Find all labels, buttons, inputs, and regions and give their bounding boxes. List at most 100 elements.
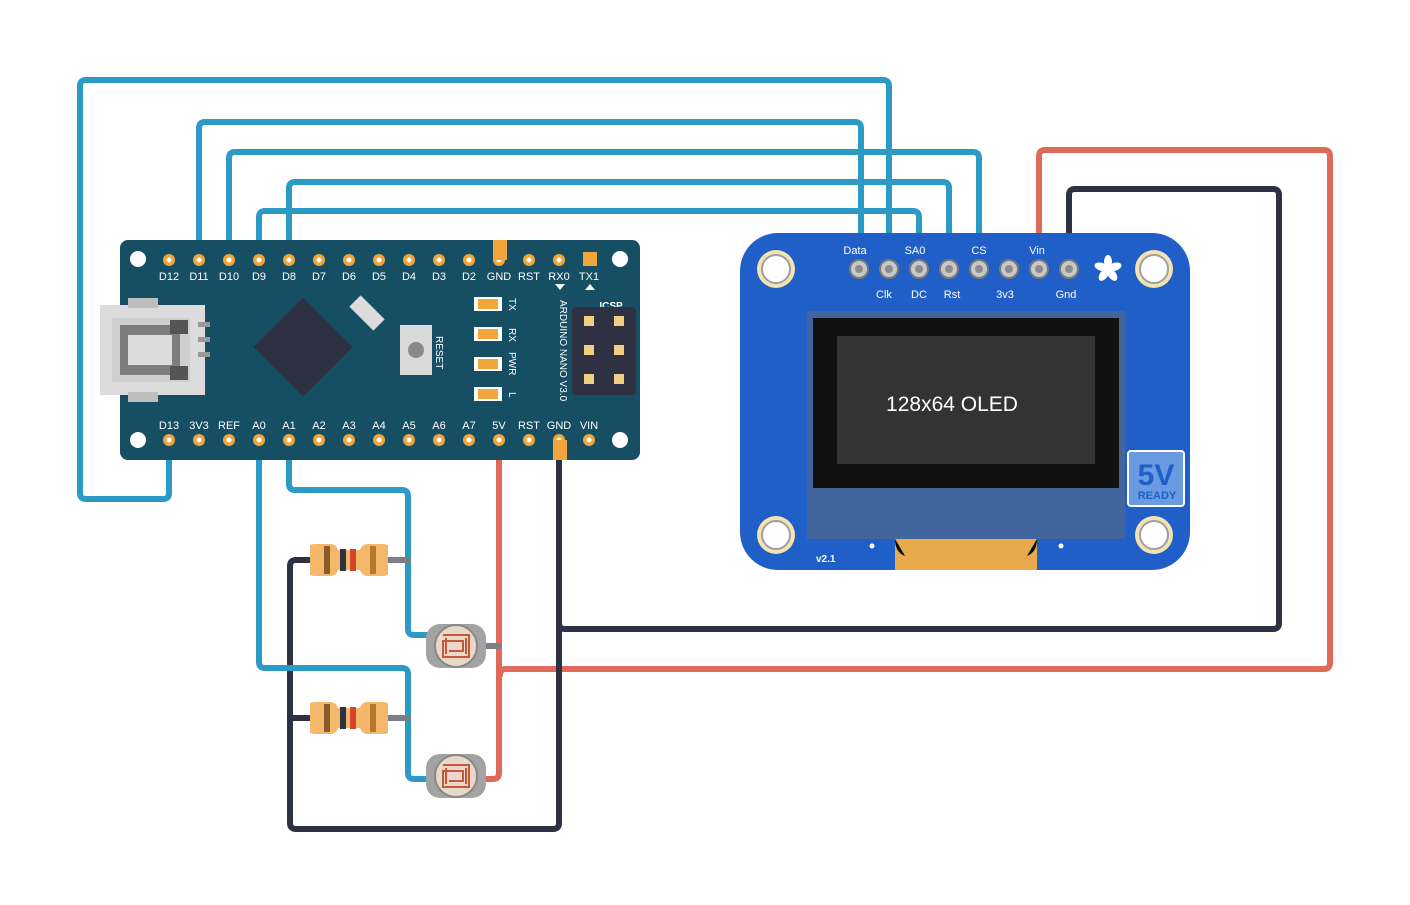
oled-header-pin-center — [915, 265, 923, 273]
bottom-pin-label: D13 — [159, 420, 179, 432]
oled-screen-text: 128x64 OLED — [886, 393, 1018, 416]
tx-arrow-icon — [585, 284, 595, 290]
mount-hole — [130, 251, 146, 267]
oled-header-pin-center — [1005, 265, 1013, 273]
icsp-header — [572, 307, 636, 395]
wire-d11-clk — [196, 119, 864, 271]
bottom-pin-hole — [166, 437, 172, 443]
resistor-1 — [310, 544, 388, 576]
bottom-pin-label: RST — [518, 420, 540, 432]
oled-header-pin-center — [855, 265, 863, 273]
bottom-pin-label: 5V — [492, 420, 506, 432]
bottom-pin-label: A6 — [432, 420, 445, 432]
5v-ready-badge — [1127, 450, 1185, 507]
top-pin-label: D7 — [312, 271, 326, 283]
bottom-pin-hole — [196, 437, 202, 443]
top-pin-hole — [466, 257, 472, 263]
gnd-bottom-highlight — [553, 440, 567, 460]
bottom-pin-hole — [406, 437, 412, 443]
bottom-pin-hole — [256, 437, 262, 443]
top-pin-label: D6 — [342, 271, 356, 283]
top-pin-hole — [286, 257, 292, 263]
photoresistor-2 — [426, 754, 486, 798]
top-pin-label: D3 — [432, 271, 446, 283]
top-pin-hole — [226, 257, 232, 263]
top-pin-hole — [436, 257, 442, 263]
bottom-pin-hole — [316, 437, 322, 443]
top-pin-hole — [256, 257, 262, 263]
wire-oled-gnd — [556, 186, 1282, 632]
top-pin-label: D2 — [462, 271, 476, 283]
bottom-pin-label: 3V3 — [189, 420, 209, 432]
reset-button-knob[interactable] — [408, 342, 424, 358]
bottom-pin-label: A5 — [402, 420, 415, 432]
bottom-pin-hole — [286, 437, 292, 443]
bottom-pin-hole — [376, 437, 382, 443]
photoresistor-1 — [426, 624, 486, 668]
oled-dot — [869, 543, 875, 549]
bottom-pin-label: A0 — [252, 420, 265, 432]
bottom-pin-hole — [496, 437, 502, 443]
bottom-pin-hole — [346, 437, 352, 443]
resistor-2 — [310, 702, 388, 734]
arduino-board — [120, 240, 640, 460]
oled-mount-holes — [757, 250, 1173, 554]
oled-header-pin-center — [1065, 265, 1073, 273]
top-pin-hole — [526, 257, 532, 263]
oled-header-pin-center — [945, 265, 953, 273]
oled-screen — [837, 336, 1095, 464]
led-label-l: L — [506, 392, 517, 398]
bottom-pin-hole — [466, 437, 472, 443]
oled-dot — [1058, 543, 1064, 549]
top-pin-label: D10 — [219, 271, 239, 283]
rx-arrow-icon — [555, 284, 565, 290]
bottom-pin-hole — [526, 437, 532, 443]
bottom-pin-label: A7 — [462, 420, 475, 432]
adafruit-flower-icon — [1094, 255, 1122, 281]
top-pin-hole — [346, 257, 352, 263]
icsp-pins — [584, 316, 624, 384]
top-pin-hole — [406, 257, 412, 263]
status-leds: TX RX PWR L — [474, 297, 517, 401]
top-pin-label: D9 — [252, 271, 266, 283]
bottom-pin-label: A2 — [312, 420, 325, 432]
wire-a1 — [286, 437, 431, 638]
top-pin-label: D8 — [282, 271, 296, 283]
oled-header-pins — [849, 259, 1079, 279]
bottom-pin-hole — [226, 437, 232, 443]
oled-label-cs: CS — [971, 245, 986, 257]
top-pin-label: D11 — [189, 271, 208, 283]
oled-header-pin-center — [975, 265, 983, 273]
gnd-pin-highlight — [493, 240, 507, 260]
top-pin-hole — [196, 257, 202, 263]
bottom-pin-hole — [436, 437, 442, 443]
oled-label-gnd: Gnd — [1056, 289, 1077, 301]
mount-hole — [612, 251, 628, 267]
oled-ribbon — [895, 539, 1037, 570]
wire-d10-cs — [226, 149, 982, 271]
led-label-rx: RX — [506, 328, 517, 342]
top-pin-label: D12 — [159, 271, 179, 283]
bottom-pin-label: A1 — [282, 420, 295, 432]
5v-badge-small: READY — [1138, 490, 1177, 502]
bottom-pin-label: A3 — [342, 420, 355, 432]
arduino-nano: RESET TX RX PWR L ARDUINO NANO V3.0 ICSP… — [100, 240, 640, 460]
bottom-pin-label: A4 — [372, 420, 385, 432]
crystal — [349, 295, 385, 331]
bottom-pin-hole — [586, 437, 592, 443]
top-pin-label: D5 — [372, 271, 386, 283]
tx1-pin-highlight — [583, 252, 597, 266]
top-pin-hole — [556, 257, 562, 263]
wire-d8-rst — [286, 179, 952, 271]
oled-label-3v3: 3v3 — [996, 289, 1014, 301]
top-pin-label: GND — [487, 271, 512, 283]
oled-header-pin-center — [1035, 265, 1043, 273]
top-pin-label: RX0 — [548, 271, 569, 283]
top-pin-label: D4 — [402, 271, 416, 283]
top-pin-label: TX1 — [579, 271, 599, 283]
wire-5v — [483, 437, 502, 782]
wire-gnd — [287, 437, 562, 832]
wire-d13-data — [77, 77, 892, 502]
